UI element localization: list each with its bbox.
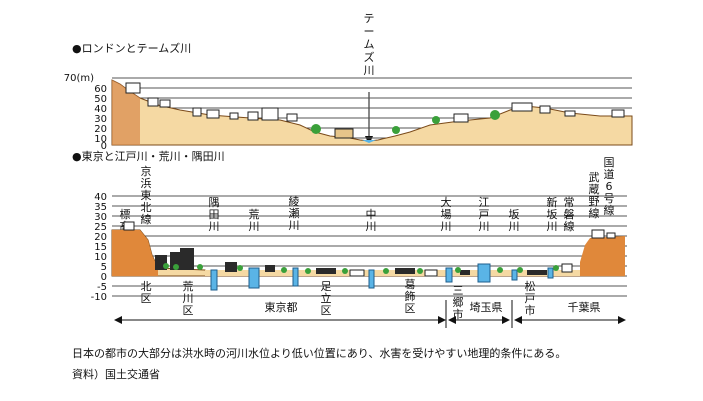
tokyo-panel-title: ●東京と江戸川・荒川・隅田川 xyxy=(72,149,225,163)
svg-text:-10: -10 xyxy=(91,292,107,303)
ayase-river-label-char: 瀬 xyxy=(289,206,300,220)
route-6-label-char: 線 xyxy=(604,203,615,217)
source: 資料）国土交通省 xyxy=(72,367,160,381)
elevation-label-char: 標 xyxy=(120,207,131,221)
keihin-tohoku-line-label-char: 京 xyxy=(141,164,152,178)
chiba-plateau xyxy=(580,236,625,276)
sumida-river-label: 隅田川 xyxy=(209,196,220,233)
adachi-ward-label: 足立区 xyxy=(321,280,332,317)
ara-river-label: 荒川 xyxy=(249,208,260,233)
thames-label-text-char: ー xyxy=(364,25,375,38)
ayase-river-label-char: 川 xyxy=(289,219,300,232)
musashino-line-label-char: 線 xyxy=(589,206,600,220)
kita-ward-label: 北区 xyxy=(141,280,152,305)
ward-labels: 北区 荒川区 足立区 葛飾区 三郷市 松戸市 xyxy=(141,278,536,321)
edo-river-label: 江戸川 xyxy=(479,196,490,233)
sumida-river-label-char: 川 xyxy=(209,220,220,233)
ara-river-label-char: 川 xyxy=(249,220,260,233)
matsudo-city-label-char: 市 xyxy=(525,303,536,317)
katsushika-ward-label-char: 区 xyxy=(405,302,416,315)
saitama-label: 埼玉県 xyxy=(470,300,503,314)
thames-label-text: テームズ川 xyxy=(364,12,375,77)
route-6-label-char: 道 xyxy=(604,167,615,181)
thames-label-text-char: ム xyxy=(364,38,375,51)
thames-label-text-char: 川 xyxy=(364,64,375,77)
thames-river-label: テームズ川 xyxy=(364,12,375,77)
lowland-strip xyxy=(205,270,580,276)
edo-river-label-char: 川 xyxy=(479,220,490,233)
thames-label-text-char: ズ xyxy=(364,50,375,64)
misato-city-label: 三郷市 xyxy=(453,284,464,321)
shinsaka-river-label: 新坂川 xyxy=(547,195,558,233)
london-panel-title: ●ロンドンとテームズ川 xyxy=(72,41,191,55)
matsudo-city-label: 松戸市 xyxy=(525,279,536,317)
arakawa-ward-label: 荒川区 xyxy=(183,280,194,317)
musashino-line-label: 武蔵野線 xyxy=(589,171,600,220)
svg-text:70(m): 70(m) xyxy=(64,73,94,84)
adachi-ward-label-char: 区 xyxy=(321,304,332,317)
adachi-ward-label-char: 立 xyxy=(321,291,332,305)
keihin-tohoku-line-label-char: 線 xyxy=(141,212,152,226)
katsushika-ward-label: 葛飾区 xyxy=(405,278,416,315)
london-y-ticks: 70(m) 60 50 40 30 20 10 0 xyxy=(64,73,107,152)
kita-plateau xyxy=(112,230,158,276)
shinsaka-river-label-char: 新 xyxy=(547,195,558,209)
feature-labels: 京浜東北線隅田川 荒川 綾瀬川 中川 大場川 江戸川 坂川 新坂川常磐線 国道6号線武蔵野線 xyxy=(141,156,615,233)
thames-label-text-char: テ xyxy=(364,12,375,25)
tokyo-to-label: 東京都 xyxy=(265,300,298,314)
oba-river-label-char: 川 xyxy=(441,220,452,233)
caption: 日本の都市の大部分は洪水時の河川水位より低い位置にあり、水害を受けやすい地理的条… xyxy=(72,346,566,360)
misato-city-label-char: 郷 xyxy=(453,295,464,309)
kita-ward-label-char: 区 xyxy=(141,292,152,305)
london-terrain xyxy=(112,80,632,145)
shinsaka-river-label-char: 川 xyxy=(547,220,558,233)
saka-river-label: 坂川 xyxy=(509,208,520,233)
naka-river-label-char: 川 xyxy=(366,220,377,233)
chiba-label: 千葉県 xyxy=(568,300,601,314)
oba-river-label: 大場川 xyxy=(441,195,452,233)
naka-river-label: 中川 xyxy=(366,208,377,233)
joban-line-label: 常磐線 xyxy=(564,196,575,233)
tokyo-y-ticks: 40 35 30 25 20 15 10 5 0 -5 -10 xyxy=(91,192,107,303)
joban-line-label-char: 線 xyxy=(564,219,575,233)
oba-river-label-char: 大 xyxy=(441,195,452,209)
arakawa-ward-label-char: 区 xyxy=(183,304,194,317)
saka-river-label-char: 川 xyxy=(509,220,520,233)
ayase-river-label: 綾瀬川 xyxy=(289,195,300,232)
joban-line-label-char: 磐 xyxy=(564,207,575,221)
matsudo-city-label-char: 松 xyxy=(525,279,536,293)
